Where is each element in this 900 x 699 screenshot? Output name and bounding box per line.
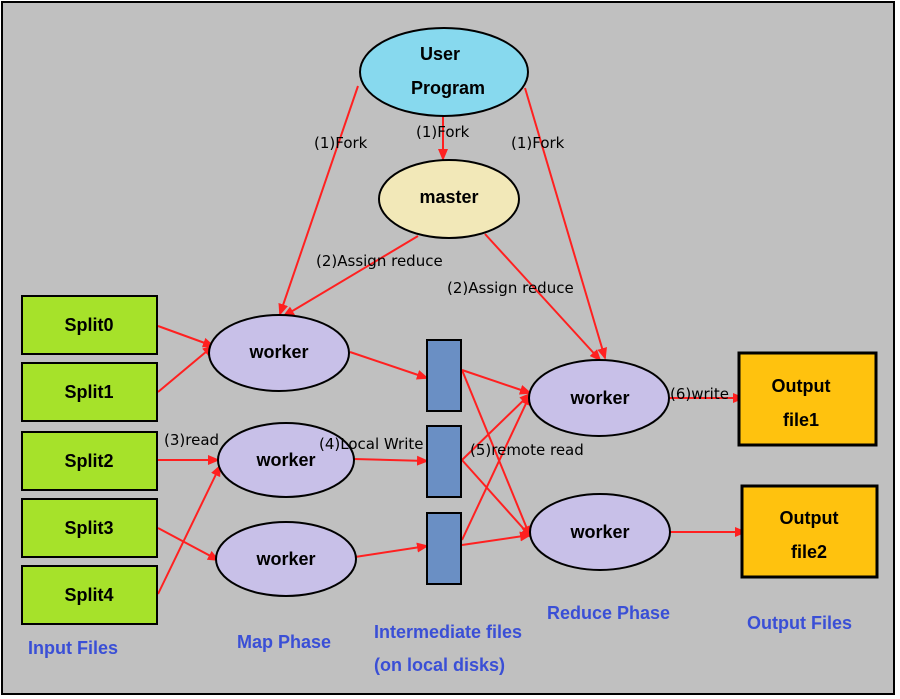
master-label: master [419, 187, 478, 207]
input-splits: Split0 Split1 Split2 Split3 Split4 [21, 295, 158, 625]
output-line2: file2 [791, 542, 827, 562]
reduce-workers: worker worker [528, 359, 671, 571]
reduce-worker-2: worker [529, 493, 671, 571]
intermediate-file-2 [426, 425, 462, 498]
phase-input: Input Files [28, 638, 118, 658]
label-remote-read: (5)remote read [470, 441, 584, 459]
arrow-worker1-int1 [349, 351, 429, 380]
arrow-split3-worker3 [157, 527, 220, 561]
user-program-line2: Program [411, 78, 485, 98]
user-program-node: User Program [359, 27, 529, 117]
phase-map: Map Phase [237, 632, 331, 652]
arrow-split0-worker1 [157, 325, 215, 348]
split-label: Split1 [64, 382, 113, 402]
output-file-2: Output file2 [740, 484, 879, 579]
map-worker-1: worker [208, 314, 350, 392]
arrow-assign-left [282, 235, 419, 318]
intermediate-files [426, 339, 462, 585]
user-program-line1: User [420, 44, 460, 64]
output-line1: Output [780, 508, 839, 528]
intermediate-file-1 [426, 339, 462, 412]
label-assign-left: (2)Assign reduce [316, 252, 443, 270]
worker-label: worker [569, 522, 629, 542]
arrow-worker3-int3 [354, 542, 429, 558]
phase-labels: Input Files Map Phase Intermediate files… [28, 603, 852, 675]
output-line2: file1 [783, 410, 819, 430]
intermediate-file-3 [426, 512, 462, 585]
split-label: Split4 [64, 585, 113, 605]
edge-labels: (1)Fork (1)Fork (1)Fork (2)Assign reduce… [164, 123, 729, 459]
worker-label: worker [569, 388, 629, 408]
arrow-fork-left [278, 85, 359, 316]
output-file-1: Output file1 [737, 351, 878, 447]
reduce-worker-1: worker [528, 359, 670, 437]
phase-output: Output Files [747, 613, 852, 633]
map-worker-2: worker [217, 422, 355, 498]
split-4: Split4 [21, 565, 158, 625]
split-0: Split0 [21, 295, 158, 355]
label-read: (3)read [164, 431, 219, 449]
master-node: master [378, 159, 520, 239]
arrow-int1-reduce2 [461, 369, 531, 538]
map-workers: worker worker worker [208, 314, 357, 597]
label-local-write: (4)Local Write [319, 435, 424, 453]
worker-label: worker [255, 450, 315, 470]
split-2: Split2 [21, 431, 158, 491]
arrow-int3-reduce2 [461, 531, 532, 546]
output-files: Output file1 Output file2 [737, 351, 879, 579]
split-label: Split2 [64, 451, 113, 471]
split-1: Split1 [21, 362, 158, 422]
arrow-fork-right [524, 87, 607, 360]
split-label: Split3 [64, 518, 113, 538]
split-3: Split3 [21, 498, 158, 558]
split-label: Split0 [64, 315, 113, 335]
arrow-int2-reduce1 [461, 392, 532, 461]
arrow-int3-reduce1 [461, 393, 531, 541]
arrow-worker2-int2 [353, 455, 429, 466]
arrow-split4-worker2 [157, 464, 221, 595]
arrow-assign-right [484, 233, 602, 362]
label-assign-right: (2)Assign reduce [447, 279, 574, 297]
phase-intermediate-line2: (on local disks) [374, 655, 505, 675]
worker-label: worker [248, 342, 308, 362]
arrow-split1-worker1 [157, 344, 215, 393]
phase-reduce: Reduce Phase [547, 603, 670, 623]
arrow-int2-reduce2 [461, 459, 533, 539]
label-write: (6)write [670, 385, 729, 403]
label-fork-right: (1)Fork [511, 134, 565, 152]
output-line1: Output [772, 376, 831, 396]
worker-label: worker [255, 549, 315, 569]
phase-intermediate-line1: Intermediate files [374, 622, 522, 642]
label-fork-center: (1)Fork [416, 123, 470, 141]
map-worker-3: worker [215, 521, 357, 597]
arrow-int1-reduce1 [461, 369, 532, 395]
label-fork-left: (1)Fork [314, 134, 368, 152]
arrows [157, 85, 747, 595]
